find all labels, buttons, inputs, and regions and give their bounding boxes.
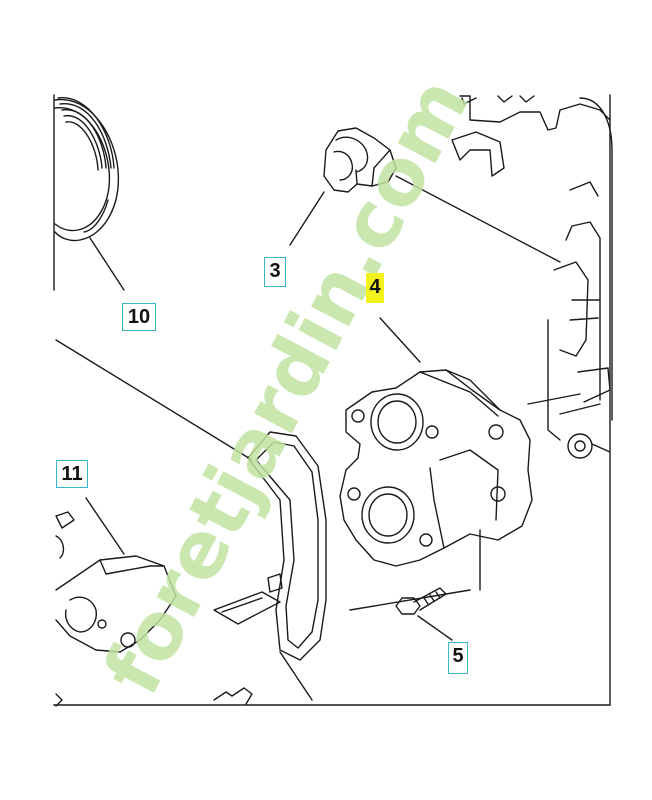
callout-11: 11: [56, 460, 88, 488]
part-10-belt: [54, 97, 125, 291]
part-4-intake-flange: [339, 317, 581, 611]
callout-5: 5: [448, 642, 468, 674]
callout-3: 3: [264, 257, 286, 287]
frame-lines: [53, 94, 611, 706]
callout-4: 4: [366, 273, 384, 303]
part-11-bracket: [55, 497, 177, 653]
part-gasket: [55, 339, 327, 701]
part-5-screw: [395, 587, 453, 641]
watermark: foretjardin.com: [87, 64, 487, 709]
watermark-text: foretjardin.com: [87, 64, 487, 709]
part-3-clamp: [289, 127, 561, 263]
engine-body: [451, 95, 613, 459]
callout-10: 10: [122, 303, 156, 331]
bottom-fragments: [55, 687, 253, 707]
